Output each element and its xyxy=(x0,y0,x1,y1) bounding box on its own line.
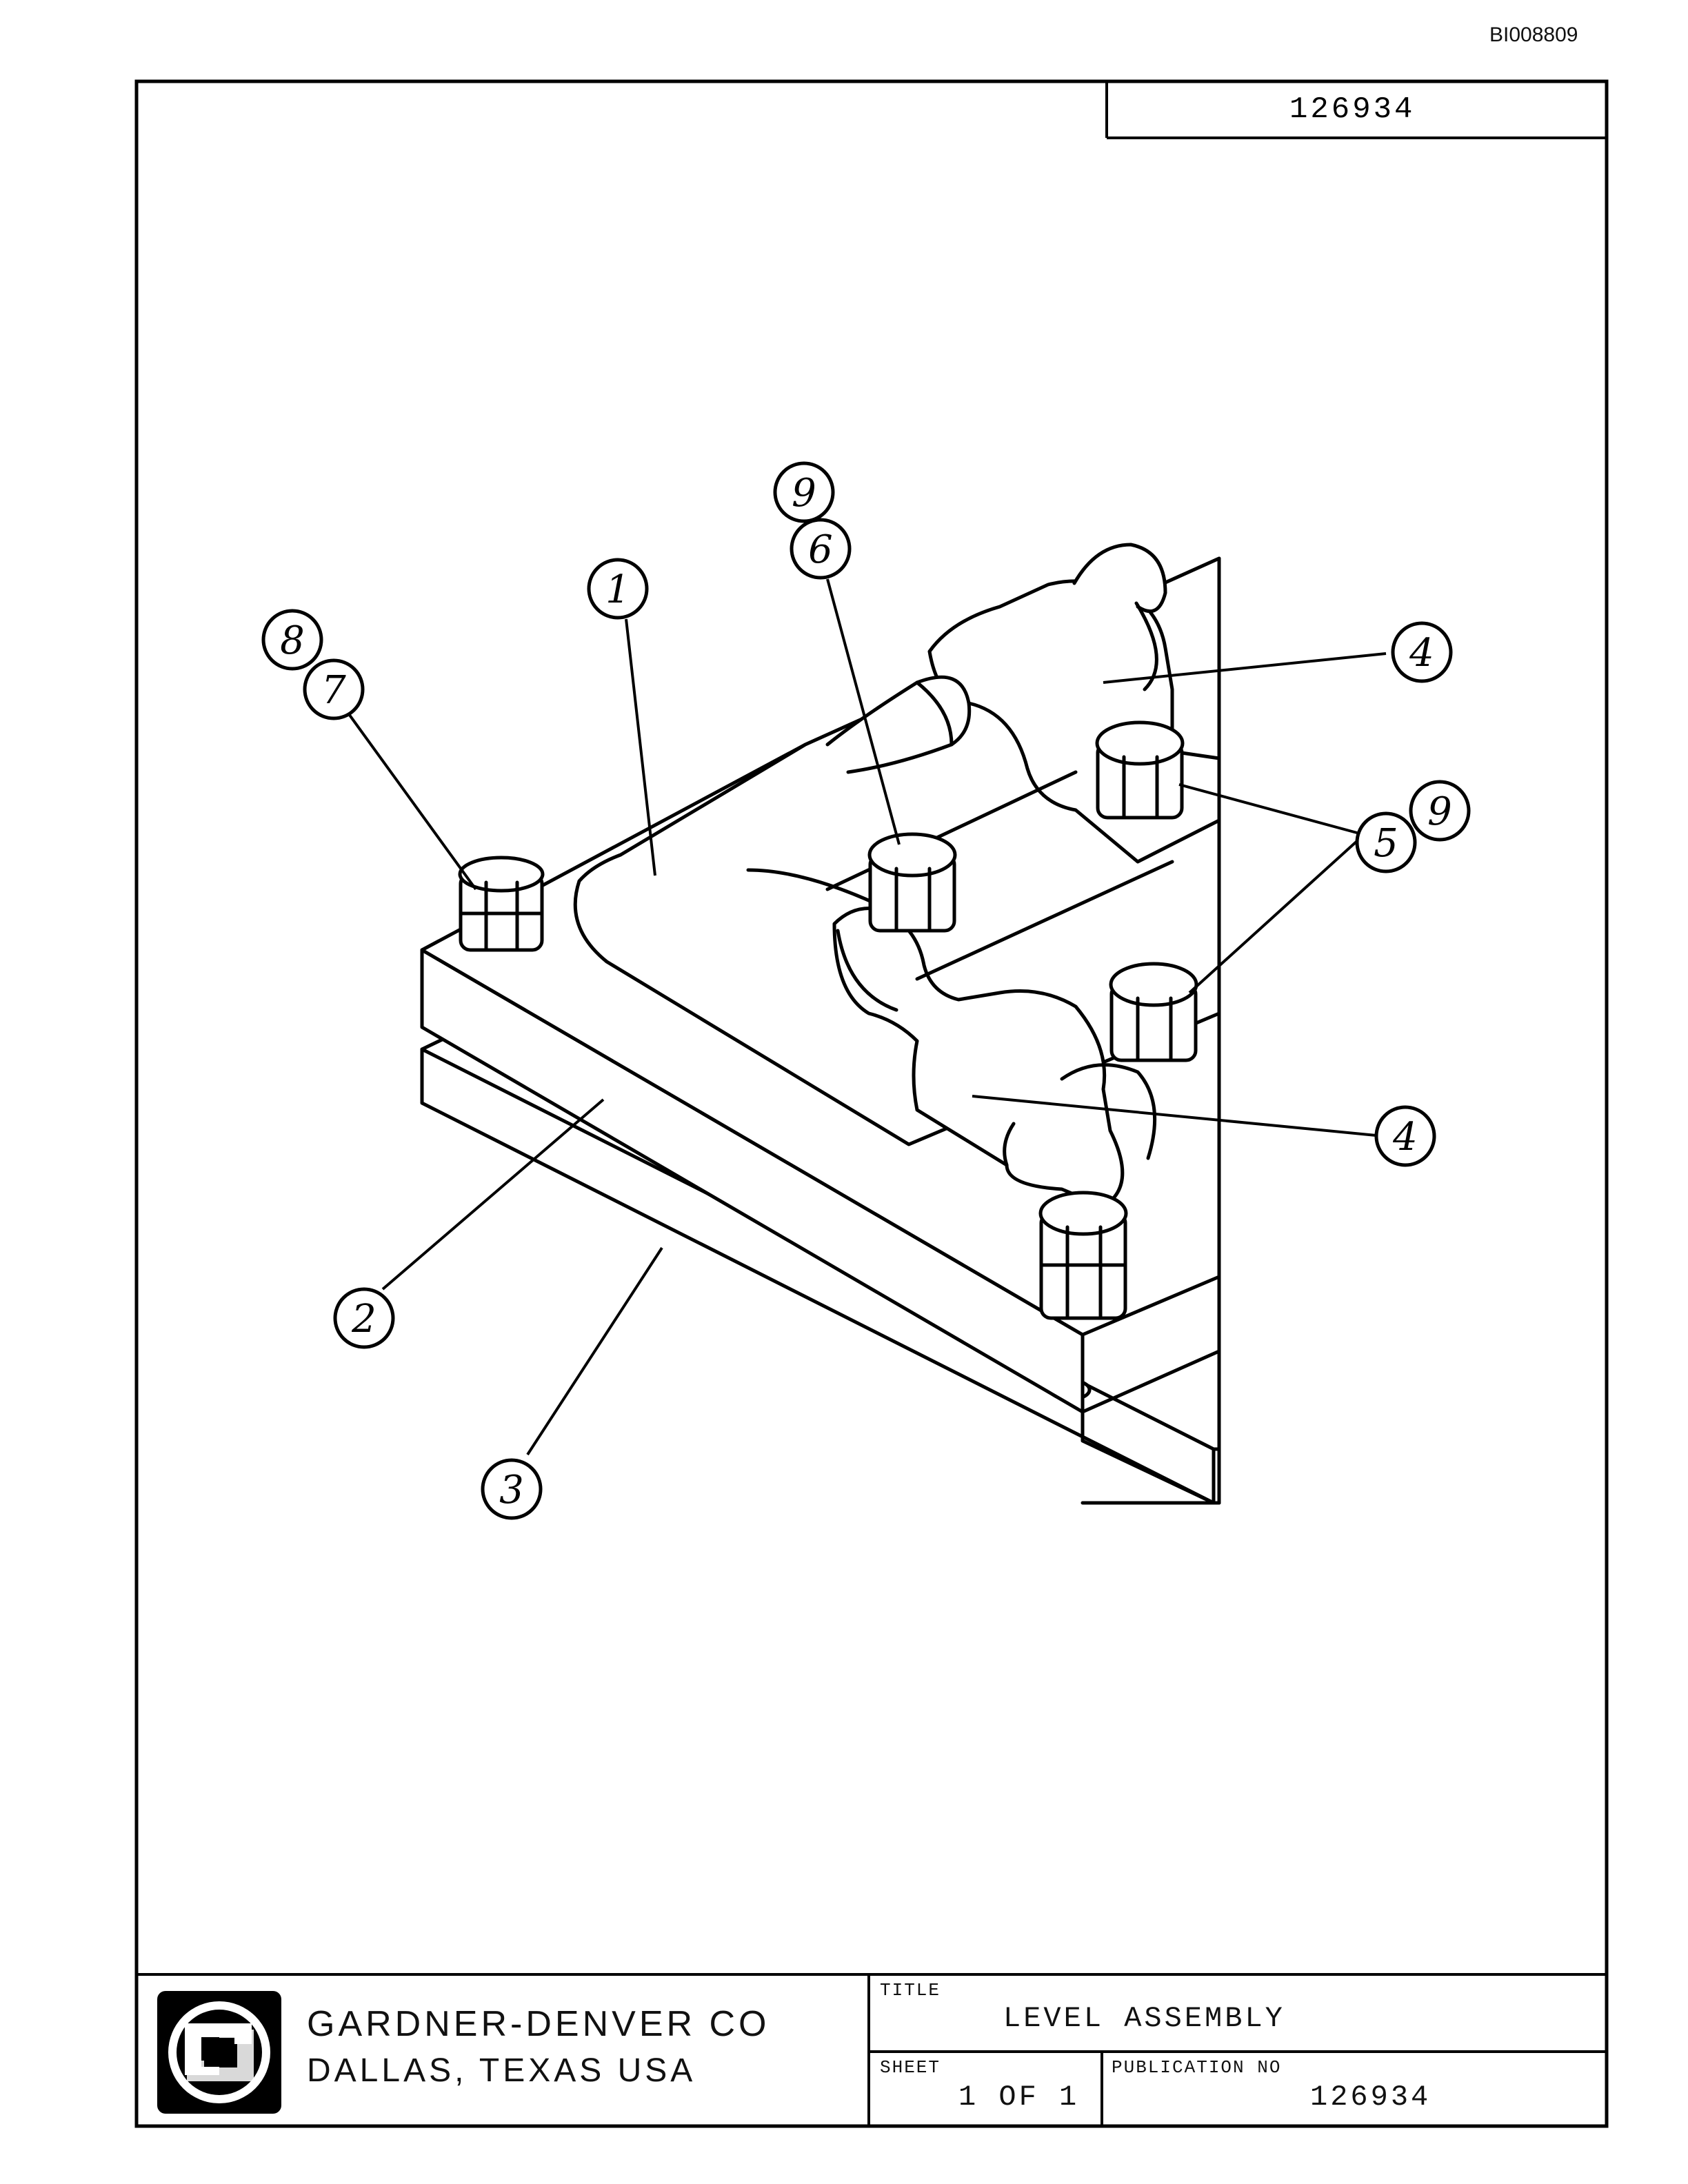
drawing-number: 126934 xyxy=(1289,92,1415,127)
hex-nut-left xyxy=(458,856,545,952)
title-value: LEVEL ASSEMBLY xyxy=(1003,2002,1285,2035)
callouts: 1 2 3 4 4 5 6 7 8 9 9 xyxy=(261,461,1471,1520)
callout-1: 1 xyxy=(587,558,649,620)
publication-label: PUBLICATION NO xyxy=(1112,2057,1282,2078)
document-id: BI008809 xyxy=(1489,23,1578,46)
callout-9-right: 9 xyxy=(1409,780,1471,842)
svg-text:6: 6 xyxy=(808,527,833,572)
cap-screw-center xyxy=(867,832,957,933)
callout-4-upper: 4 xyxy=(1391,621,1453,683)
company-logo xyxy=(157,1991,281,2114)
sheet-value: 1 OF 1 xyxy=(958,2081,1080,2114)
svg-text:9: 9 xyxy=(1427,789,1452,834)
callout-9-top: 9 xyxy=(773,461,835,523)
svg-text:3: 3 xyxy=(499,1468,524,1513)
svg-text:1: 1 xyxy=(605,567,630,612)
assembly-illustration xyxy=(420,543,1221,1505)
publication-value: 126934 xyxy=(1310,2081,1431,2114)
callout-8: 8 xyxy=(261,609,323,671)
callout-6: 6 xyxy=(790,518,852,580)
sheet-label: SHEET xyxy=(880,2057,941,2078)
callout-5: 5 xyxy=(1355,811,1417,873)
svg-text:2: 2 xyxy=(351,1297,376,1342)
svg-text:9: 9 xyxy=(792,471,816,516)
svg-text:7: 7 xyxy=(321,668,346,713)
plate-groove-line-2 xyxy=(915,860,1174,981)
callout-4-lower: 4 xyxy=(1374,1105,1436,1167)
leader-lines xyxy=(330,578,1387,1456)
cap-screw-upper-right xyxy=(1095,720,1185,820)
title-block xyxy=(137,1973,1607,2126)
cap-screw-right xyxy=(1109,962,1198,1062)
title-label: TITLE xyxy=(880,1980,941,2001)
lower-clamp xyxy=(832,907,1157,1209)
svg-text:4: 4 xyxy=(1392,1115,1418,1160)
callout-2: 2 xyxy=(333,1287,395,1349)
sheet-border xyxy=(134,79,1609,2128)
hex-nut-bottom xyxy=(1038,1191,1128,1320)
callout-7: 7 xyxy=(303,658,365,720)
svg-text:8: 8 xyxy=(280,618,305,663)
callout-3: 3 xyxy=(481,1458,543,1520)
company-name: GARDNER-DENVER CO xyxy=(307,2004,770,2044)
svg-text:5: 5 xyxy=(1374,821,1398,866)
company-location: DALLAS, TEXAS USA xyxy=(307,2052,696,2089)
drawing-number-box: 126934 xyxy=(1105,81,1607,139)
svg-text:4: 4 xyxy=(1409,631,1434,676)
